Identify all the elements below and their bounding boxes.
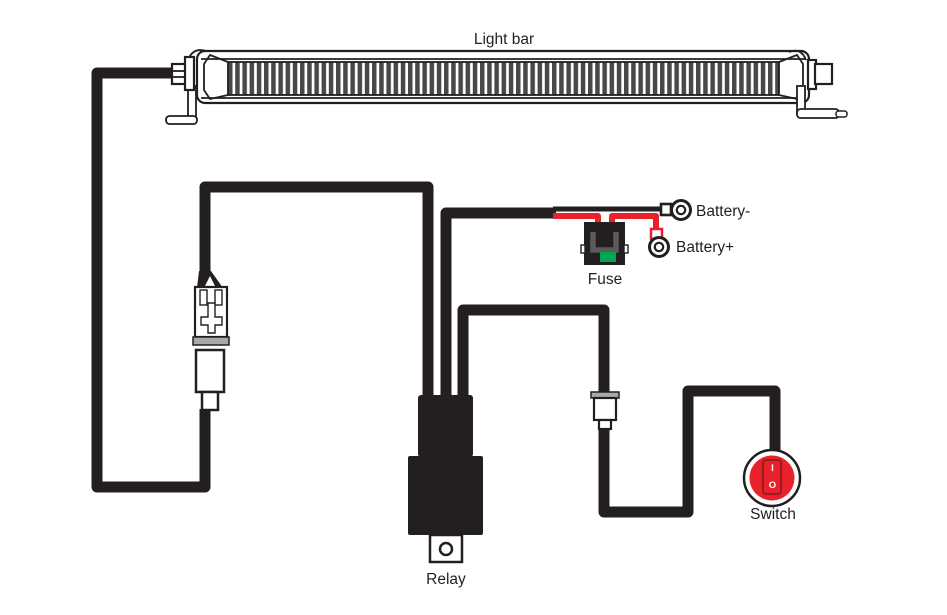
light-bar-left-endcap bbox=[203, 53, 229, 101]
switch-off-marking: O bbox=[769, 480, 776, 491]
switch: I O bbox=[742, 448, 802, 508]
relay-body bbox=[408, 456, 483, 535]
switch-rocker bbox=[762, 459, 782, 495]
relay-mount-tab bbox=[428, 533, 464, 564]
battery-positive-label: Battery+ bbox=[676, 239, 734, 256]
battery-negative-crimp bbox=[659, 202, 673, 217]
light-bar-feed-wire bbox=[91, 67, 211, 493]
inline-connector-body bbox=[592, 396, 618, 422]
light-bar-connector-bolt bbox=[170, 55, 196, 92]
fuse-element bbox=[600, 252, 616, 262]
light-bar-label: Light bar bbox=[474, 31, 534, 48]
male-connector-seal bbox=[192, 336, 230, 346]
relay-plug bbox=[418, 395, 473, 457]
fuse-holder-left-latch bbox=[580, 244, 586, 254]
inline-connector bbox=[590, 391, 620, 431]
relay bbox=[408, 395, 483, 564]
fuse-label: Fuse bbox=[588, 271, 622, 288]
female-connector-body bbox=[194, 348, 226, 394]
switch-label: Switch bbox=[750, 506, 796, 523]
fuse-socket bbox=[590, 232, 619, 253]
female-connector-stub bbox=[200, 390, 220, 412]
fuse-holder-right-latch bbox=[623, 244, 629, 254]
inline-connector-stub bbox=[597, 418, 613, 431]
fuse-holder bbox=[580, 222, 629, 265]
relay-label: Relay bbox=[426, 571, 466, 588]
male-connector-key bbox=[200, 302, 223, 334]
light-bar-fins bbox=[227, 61, 780, 96]
relay-switch-wire-upper bbox=[457, 304, 610, 402]
switch-wire-lower bbox=[598, 385, 781, 518]
harness-wires bbox=[91, 67, 781, 518]
battery-negative-terminal bbox=[659, 199, 692, 221]
female-connector bbox=[194, 348, 226, 412]
harness-connector-pair bbox=[192, 271, 230, 412]
light-bar-left-bracket bbox=[165, 49, 207, 125]
light-bar-right-endcap bbox=[778, 53, 804, 101]
fuse-output-wire bbox=[609, 213, 659, 231]
male-connector bbox=[192, 271, 230, 346]
battery-positive-terminal bbox=[648, 227, 670, 258]
battery-negative-label: Battery- bbox=[696, 203, 750, 220]
light-bar-right-bracket bbox=[788, 49, 848, 119]
relay-mount-hole bbox=[438, 541, 454, 557]
light-bar-right-knob bbox=[806, 58, 834, 91]
switch-face bbox=[749, 455, 795, 501]
switch-on-marking: I bbox=[771, 463, 774, 474]
relay-battery-wire bbox=[440, 207, 556, 402]
light-bar bbox=[165, 49, 848, 125]
relay-to-connector-wire bbox=[199, 181, 434, 400]
